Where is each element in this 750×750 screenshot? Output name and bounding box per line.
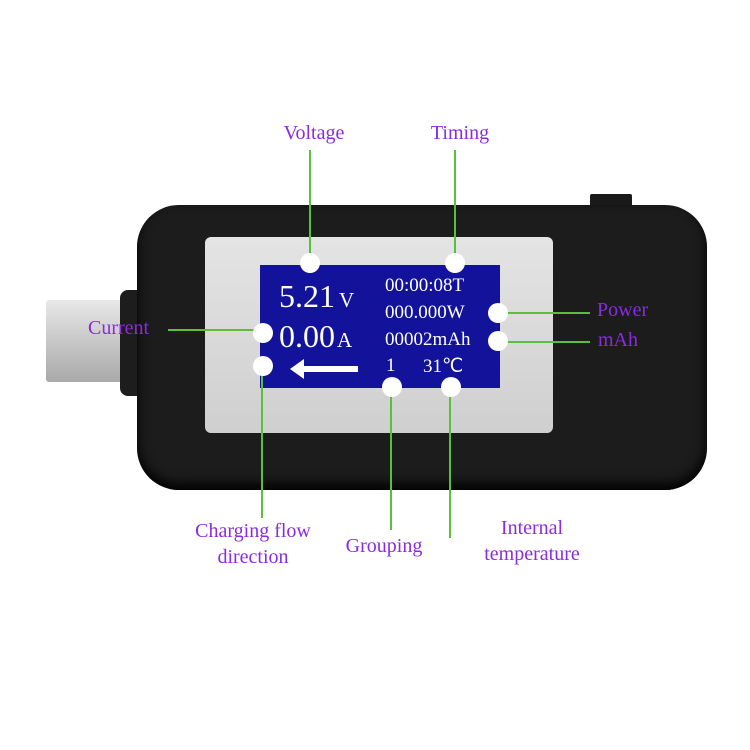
usb-c-plug — [46, 300, 130, 382]
temperature-leader — [449, 394, 451, 538]
power-readout: 000.000W — [385, 302, 465, 323]
mah-marker — [488, 331, 508, 351]
power-marker — [488, 303, 508, 323]
label-power: Power — [597, 299, 649, 321]
label-current: Current — [88, 317, 150, 339]
capacity-readout: 00002mAh — [385, 329, 471, 350]
timing-leader — [454, 150, 456, 256]
timer-readout: 00:00:08T — [385, 275, 465, 296]
label-mah: mAh — [598, 329, 638, 351]
voltage-marker — [300, 253, 320, 273]
current-readout: 0.00A — [279, 318, 353, 354]
grouping-marker — [382, 377, 402, 397]
direction-leader — [261, 372, 263, 518]
grouping-leader — [390, 394, 392, 530]
label-direction-line2: direction — [217, 546, 289, 568]
temperature-readout: 31℃ — [423, 356, 464, 377]
current-marker — [253, 323, 273, 343]
group-readout: 1 — [386, 355, 396, 376]
label-direction-line1: Charging flow — [195, 520, 311, 542]
direction-marker — [253, 356, 273, 376]
label-timing: Timing — [430, 122, 490, 144]
current-leader — [168, 329, 256, 331]
mah-leader — [506, 341, 590, 343]
label-temperature-line2: temperature — [484, 543, 580, 565]
voltage-leader — [309, 150, 311, 256]
label-voltage: Voltage — [283, 122, 345, 144]
power-leader — [506, 312, 590, 314]
label-charging-direction: Charging flow direction — [163, 518, 343, 570]
label-grouping: Grouping — [345, 535, 423, 557]
label-internal-temperature: Internal temperature — [452, 515, 612, 567]
arrow-left-icon — [290, 359, 358, 379]
temperature-marker — [441, 377, 461, 397]
timing-marker — [445, 253, 465, 273]
label-temperature-line1: Internal — [500, 517, 564, 539]
